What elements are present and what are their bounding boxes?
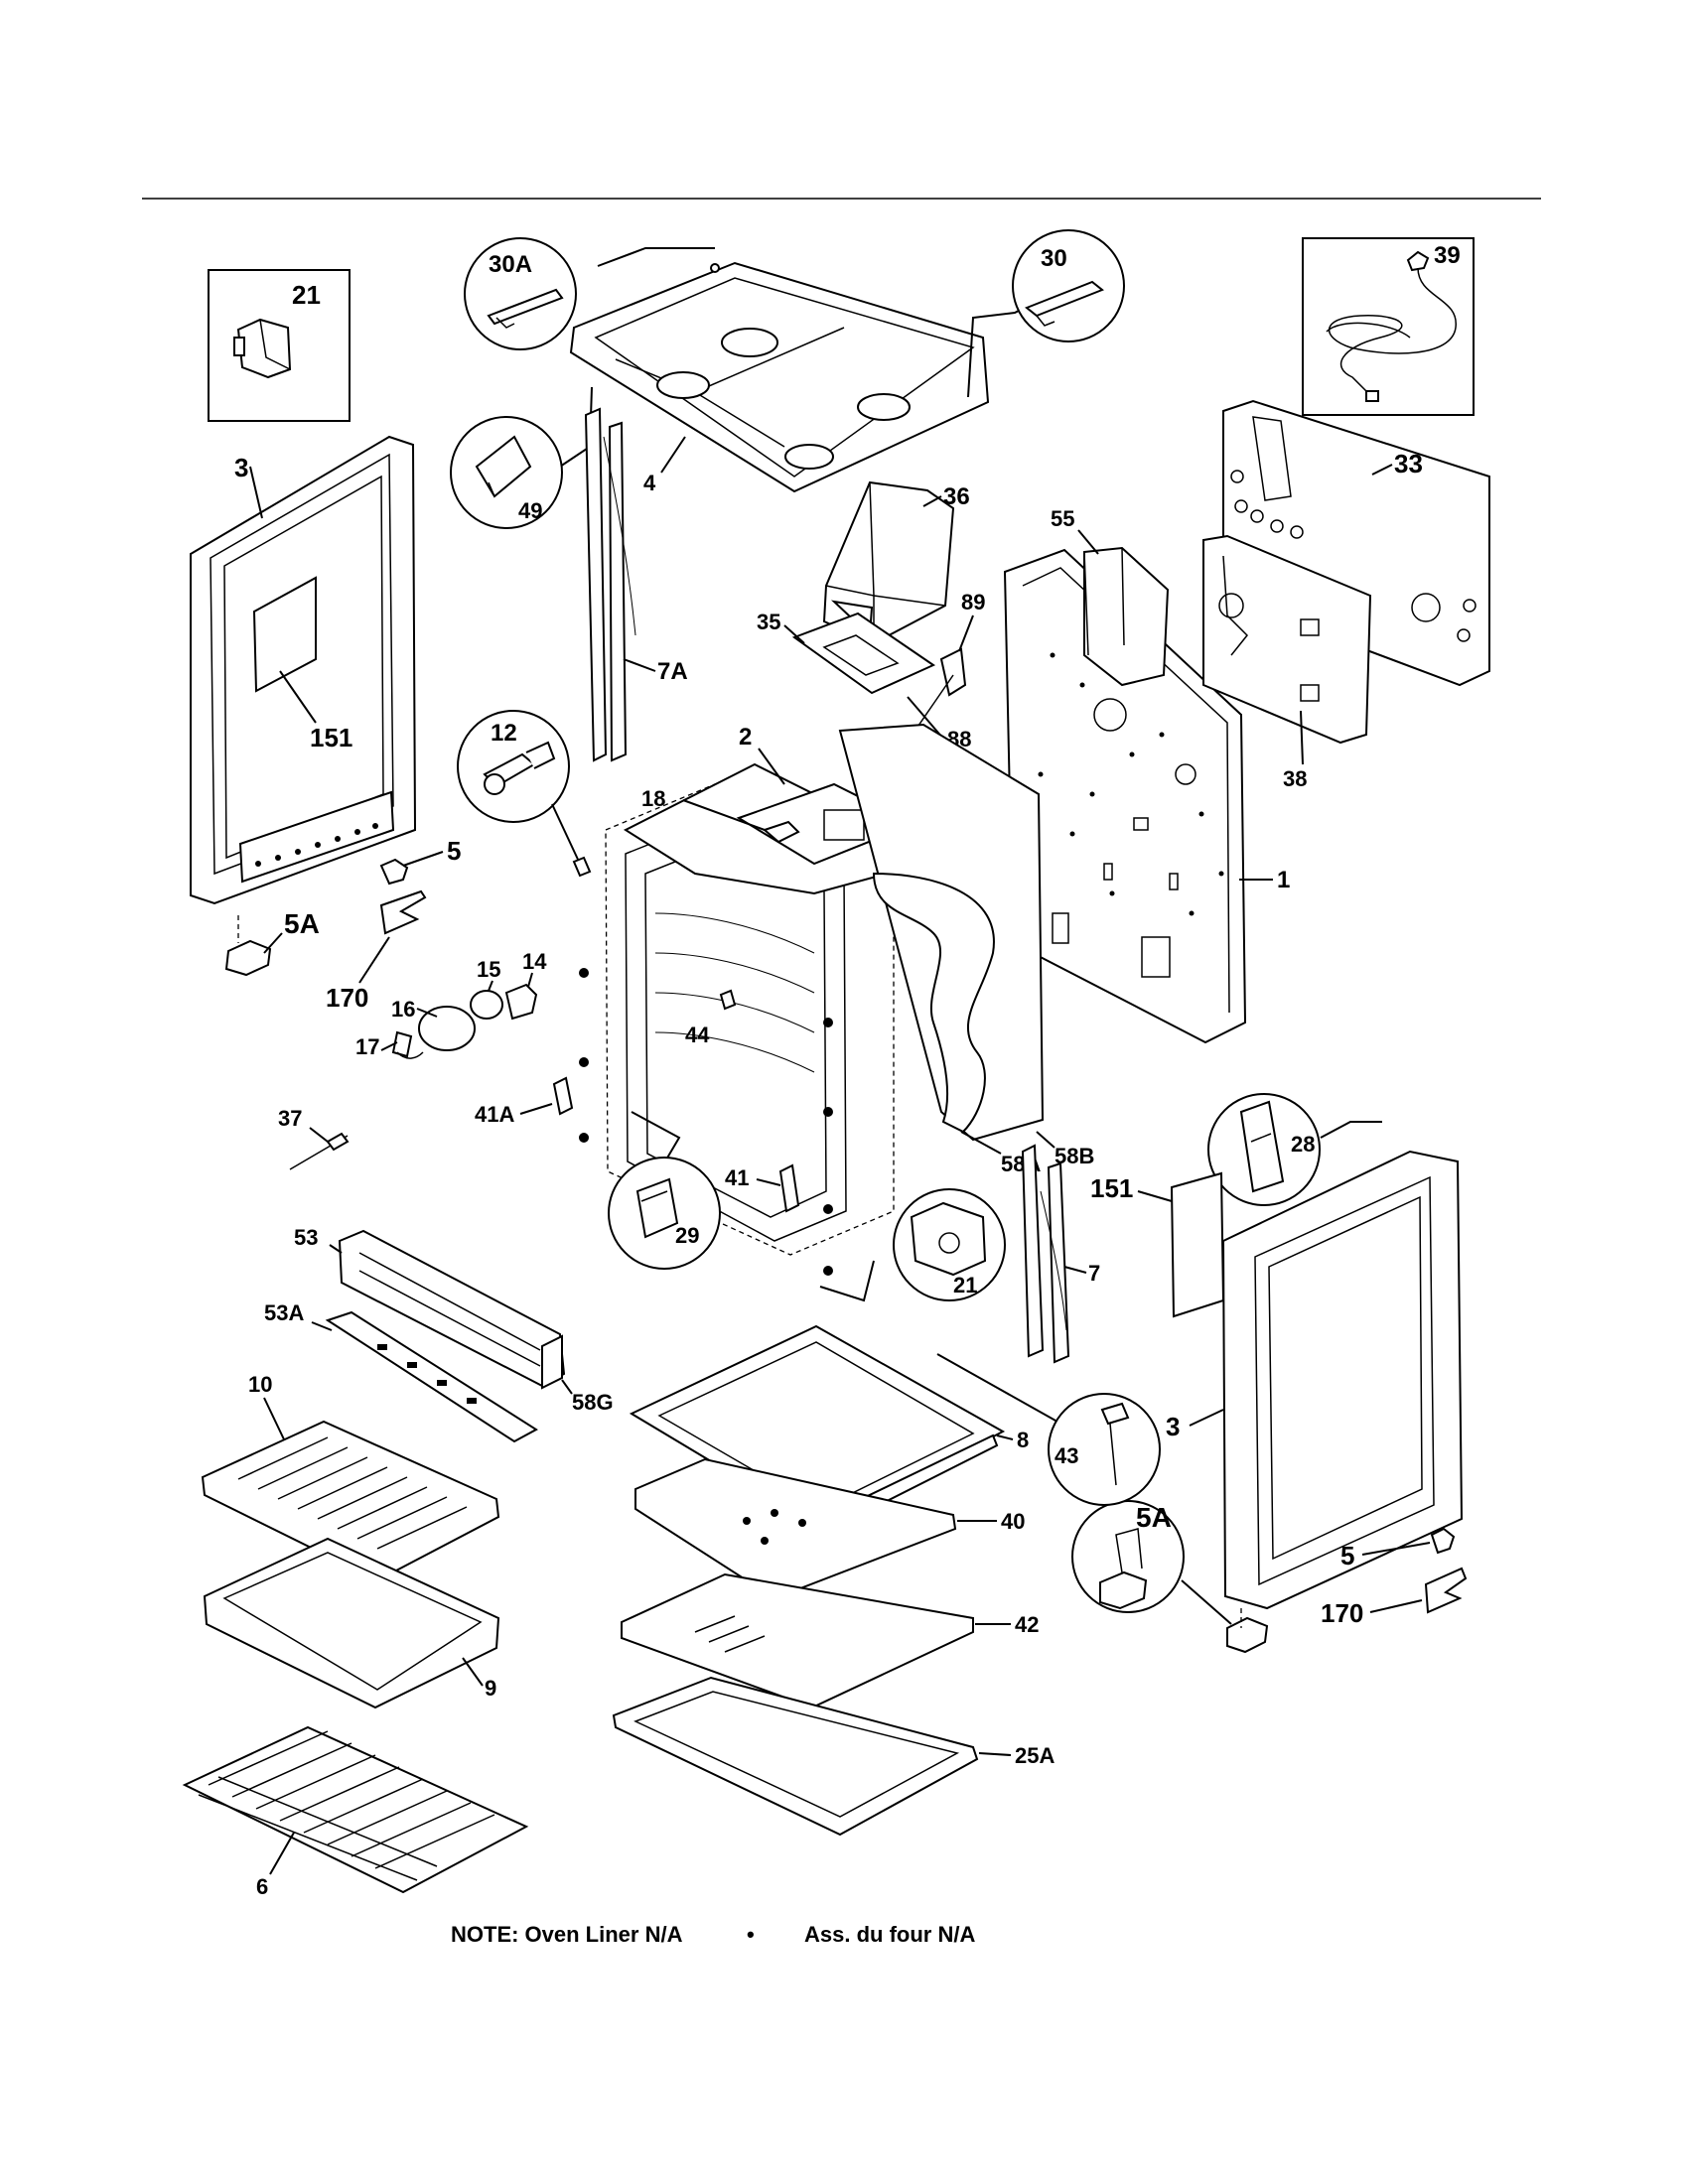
oven-light-parts: 14 15 16 17 — [355, 949, 547, 1059]
label-30A: 30A — [489, 251, 532, 278]
label-15: 15 — [477, 957, 500, 982]
label-2: 2 — [739, 724, 752, 751]
part-38: 38 — [1202, 534, 1372, 791]
label-9: 9 — [485, 1676, 496, 1701]
label-17: 17 — [355, 1034, 379, 1059]
callout-part-28: 28 — [1207, 1093, 1382, 1206]
label-42: 42 — [1015, 1612, 1039, 1637]
label-39: 39 — [1434, 242, 1461, 269]
label-14: 14 — [522, 949, 547, 974]
label-37: 37 — [278, 1106, 302, 1131]
parts-53-53A-58G: 53 53A 58G — [264, 1225, 614, 1443]
label-151-left: 151 — [310, 723, 352, 752]
label-25A: 25A — [1015, 1743, 1055, 1768]
part-42: 42 — [621, 1572, 1039, 1709]
part-3-right-door: 3 — [1166, 1150, 1464, 1610]
label-1: 1 — [1277, 867, 1290, 893]
label-41: 41 — [725, 1165, 749, 1190]
note-right: Ass. du four N/A — [804, 1922, 975, 1947]
footnote: NOTE: Oven Liner N/A • Ass. du four N/A — [451, 1922, 975, 1947]
label-44: 44 — [685, 1023, 710, 1047]
label-12: 12 — [491, 720, 517, 747]
part-3-left-door: 3 151 — [190, 435, 417, 905]
label-6: 6 — [256, 1874, 268, 1899]
label-53: 53 — [294, 1225, 318, 1250]
label-151-right: 151 — [1090, 1173, 1133, 1203]
label-16: 16 — [391, 997, 415, 1022]
label-5-left: 5 — [447, 836, 461, 866]
label-38: 38 — [1283, 766, 1307, 791]
part-37: 37 — [278, 1106, 350, 1170]
label-49: 49 — [518, 498, 542, 523]
label-35: 35 — [757, 610, 780, 634]
part-41A: 41A — [475, 1076, 574, 1127]
callout-part-30A: 30A — [464, 237, 715, 350]
part-4-cooktop — [569, 261, 990, 493]
label-7: 7 — [1088, 1261, 1100, 1286]
part-55: 55 — [1051, 506, 1170, 687]
part-35: 35 — [757, 610, 936, 695]
note-separator: • — [747, 1922, 755, 1947]
label-10: 10 — [248, 1372, 272, 1397]
label-29: 29 — [675, 1223, 699, 1248]
label-53A: 53A — [264, 1300, 304, 1325]
callout-part-43: 43 — [936, 1353, 1161, 1506]
label-36: 36 — [943, 483, 970, 510]
label-30: 30 — [1041, 245, 1067, 272]
label-40: 40 — [1001, 1509, 1025, 1534]
right-hinge-parts: 5 170 — [1226, 1527, 1468, 1654]
callout-part-21: 21 — [819, 1188, 1006, 1302]
label-5A-right: 5A — [1136, 1502, 1172, 1533]
label-170-left: 170 — [326, 983, 368, 1013]
callout-part-30: 30 — [967, 229, 1125, 398]
part-7-rack-support: 7 — [1021, 1144, 1100, 1364]
part-7A-rack-support: 7A — [584, 407, 688, 762]
label-3-right: 3 — [1166, 1412, 1180, 1441]
part-9-broiler-pan: 9 — [203, 1537, 500, 1709]
label-8: 8 — [1017, 1428, 1029, 1452]
label-18: 18 — [641, 786, 665, 811]
part-41: 41 — [725, 1163, 800, 1213]
label-3-left: 3 — [234, 453, 248, 482]
label-33: 33 — [1394, 449, 1423, 478]
part-40: 40 — [634, 1457, 1025, 1600]
label-4: 4 — [643, 471, 656, 495]
label-5-right: 5 — [1340, 1541, 1354, 1570]
inset-box-part-21: 21 — [208, 269, 351, 422]
label-41A: 41A — [475, 1102, 514, 1127]
part-33-rear-cover: 33 — [1222, 399, 1490, 687]
callout-part-12: 12 — [457, 710, 592, 878]
callout-part-5A-right: 5A — [1071, 1500, 1232, 1625]
label-43: 43 — [1055, 1443, 1078, 1468]
label-28: 28 — [1291, 1132, 1315, 1157]
part-151-right: 151 — [1090, 1171, 1225, 1318]
inset-box-part-39: 39 — [1302, 237, 1475, 416]
part-10-broiler-grid: 10 — [201, 1372, 500, 1582]
label-21-circle: 21 — [953, 1273, 977, 1297]
parts-58A-58B-insulation: 58A 58B — [838, 723, 1094, 1176]
label-58G: 58G — [572, 1390, 614, 1415]
part-25A: 25A — [612, 1676, 1055, 1837]
label-5A-left: 5A — [284, 908, 320, 939]
note-left: NOTE: Oven Liner N/A — [451, 1922, 683, 1947]
label-170-right: 170 — [1321, 1598, 1363, 1628]
label-7A: 7A — [657, 658, 688, 685]
label-21-box: 21 — [292, 280, 321, 310]
callout-part-49: 49 — [450, 386, 593, 529]
label-89: 89 — [961, 590, 985, 614]
part-6-oven-rack: 6 — [182, 1725, 529, 1899]
callout-part-29: 29 — [608, 1111, 721, 1270]
label-55: 55 — [1051, 506, 1074, 531]
left-hinge-parts: 5 5A 170 — [224, 836, 461, 1013]
